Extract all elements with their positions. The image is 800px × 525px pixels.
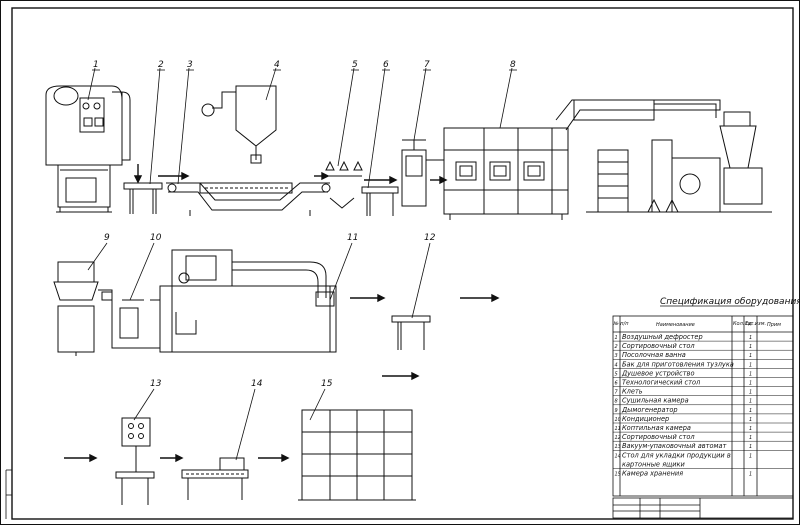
spec-row-qty: 1 — [749, 353, 752, 359]
cage — [401, 139, 427, 207]
spec-row-name: Воздушный дефростер — [622, 333, 703, 341]
spec-row-name: Кондиционер — [622, 415, 669, 423]
spec-row-qty: 1 — [749, 381, 752, 387]
spec-row-name: Бак для приготовления тузлука — [622, 360, 734, 368]
storage-chamber — [298, 409, 416, 501]
spec-row-name: Сушильная камера — [622, 397, 689, 405]
spec-row-qty: 1 — [749, 371, 752, 377]
spec-row-number: 10 — [615, 417, 621, 423]
sorting-table-12 — [391, 315, 431, 350]
drawing-frame — [11, 7, 794, 520]
spec-row-qty: 1 — [749, 426, 752, 432]
spec-row-qty: 1 — [749, 417, 752, 423]
spec-row-qty: 1 — [749, 453, 752, 459]
callout-8: 8 — [510, 60, 516, 70]
spec-row-name: Клеть — [622, 388, 643, 396]
spec-row-number: 1 — [615, 335, 618, 341]
vacuum-packer — [115, 417, 155, 505]
spec-header-qty: Кол. шт. — [733, 321, 755, 327]
callout-11: 11 — [347, 233, 358, 243]
callout-12: 12 — [424, 233, 436, 243]
spec-row-qty: 1 — [749, 444, 752, 450]
brine-bath-conveyor — [166, 182, 331, 216]
spec-row-name: Камера хранения — [622, 470, 683, 478]
spec-row-qty: 1 — [749, 390, 752, 396]
spec-row-qty: 1 — [749, 472, 752, 478]
air-defroster — [45, 85, 131, 213]
callout-leaders — [87, 67, 517, 461]
spec-row-name: Посолочная ванна — [622, 351, 686, 359]
brine-tank — [201, 85, 277, 164]
callout-5: 5 — [352, 60, 358, 70]
smoking-chamber — [159, 249, 337, 353]
spec-row-number: 6 — [615, 381, 618, 387]
specification-table: Спецификация оборудования № п/п Наименов… — [613, 297, 800, 519]
spec-row-name: Коптильная камера — [622, 424, 691, 432]
smoke-generator — [53, 261, 113, 356]
callout-15: 15 — [321, 379, 333, 389]
spec-row-number: 7 — [615, 390, 619, 396]
callout-10: 10 — [150, 233, 162, 243]
spec-row-name: картонные ящики — [622, 460, 686, 468]
spec-row-number: 2 — [615, 344, 618, 350]
spec-header-num: № п/п — [613, 321, 630, 327]
spec-header-name: Наименование — [656, 322, 695, 328]
spec-row-number: 9 — [615, 408, 618, 414]
sorting-table-2 — [123, 182, 163, 214]
spec-row-name: Сортировочный стол — [622, 342, 695, 350]
air-duct-unit — [555, 99, 772, 213]
callout-6: 6 — [383, 60, 389, 70]
spec-row-qty: 1 — [749, 435, 752, 441]
callout-13: 13 — [150, 379, 162, 389]
spec-row-name: Сортировочный стол — [622, 433, 695, 441]
callout-7: 7 — [424, 60, 430, 70]
spec-header-note: Прим — [767, 322, 781, 328]
callout-4: 4 — [274, 60, 280, 70]
spec-row-qty: 1 — [749, 335, 752, 341]
spec-row-name: Технологический стол — [622, 379, 701, 387]
technological-table — [361, 186, 399, 216]
conditioner — [111, 299, 161, 349]
spec-row-qty: 1 — [749, 408, 752, 414]
spec-row-name: Дымогенератор — [621, 406, 678, 414]
spec-row-number: 14 — [615, 453, 621, 459]
spec-row-qty: 1 — [749, 362, 752, 368]
spec-title: Спецификация оборудования — [660, 297, 800, 307]
spec-row-number: 15 — [615, 472, 621, 478]
drying-chamber — [426, 127, 569, 220]
packing-table — [181, 457, 249, 500]
spec-header-unit: Ед. изм. — [745, 321, 766, 327]
callout-2: 2 — [158, 60, 164, 70]
callout-numbers: 1 2 3 4 5 6 7 8 9 10 11 12 13 14 15 — [93, 60, 516, 389]
spec-row-number: 3 — [615, 353, 618, 359]
spec-row-name: Душевое устройство — [621, 369, 694, 377]
spec-row-number: 13 — [615, 444, 621, 450]
spec-row-number: 11 — [615, 426, 621, 432]
callout-1: 1 — [93, 60, 99, 70]
spec-row-name: Стол для укладки продукции в — [622, 451, 731, 459]
spec-row-name: Вакуум-упаковочный автомат — [622, 442, 727, 450]
spec-row-number: 12 — [615, 435, 621, 441]
spec-row-number: 4 — [615, 362, 618, 368]
callout-14: 14 — [251, 379, 263, 389]
spec-row-qty: 1 — [749, 399, 752, 405]
spec-row-qty: 1 — [749, 344, 752, 350]
spec-row-number: 8 — [615, 399, 618, 405]
flow-arrows — [64, 164, 500, 463]
callout-9: 9 — [104, 233, 110, 243]
spec-row-number: 5 — [615, 371, 618, 377]
callout-3: 3 — [187, 60, 193, 70]
